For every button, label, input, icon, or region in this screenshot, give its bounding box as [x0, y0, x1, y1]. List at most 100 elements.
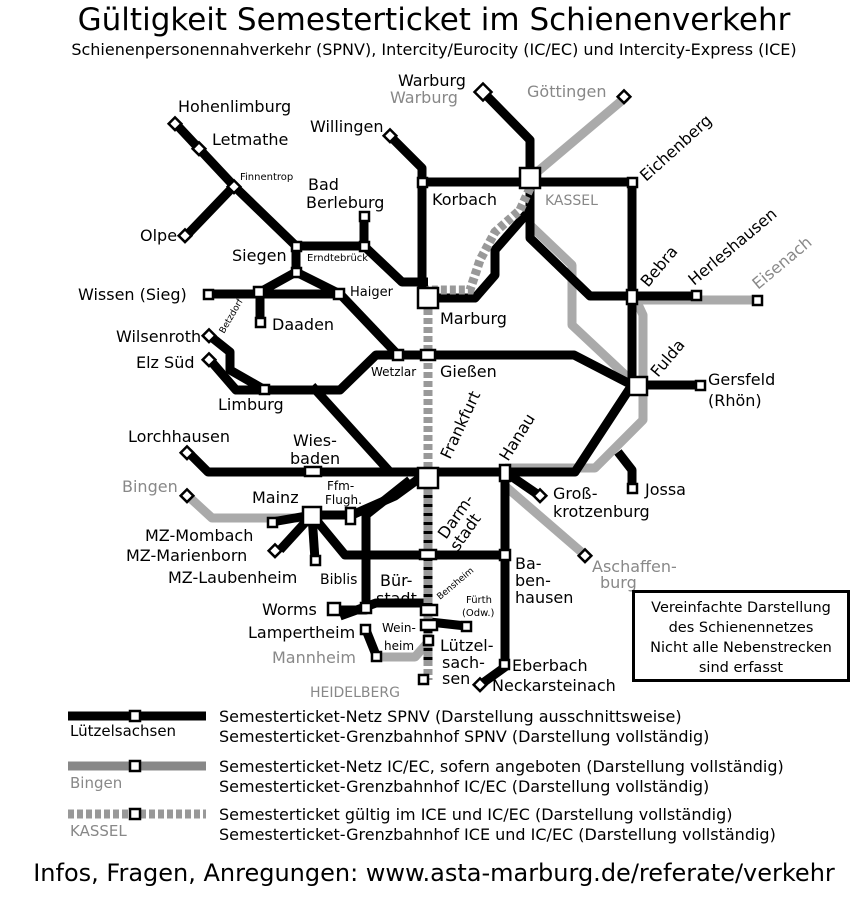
label-ffm-2: Flugh.: [325, 493, 362, 507]
label-frankfurt: Frankfurt: [436, 388, 484, 462]
station-marker-willingen[interactable]: [381, 127, 399, 144]
station-marker-bebra[interactable]: [625, 288, 639, 306]
spnv-line-kassel-marburg: [428, 207, 534, 303]
station-marker-finnentrop[interactable]: [225, 178, 243, 195]
legend-icec-marker: [128, 759, 142, 773]
station-marker-kassel[interactable]: [518, 166, 542, 190]
spnv-line-limburg-frankfurt: [308, 382, 394, 476]
station-marker-mannheim[interactable]: [370, 650, 383, 663]
station-marker-eisenach[interactable]: [751, 294, 764, 307]
station-marker-ffm-flughafen[interactable]: [344, 506, 357, 526]
label-wies-1: Wies-: [293, 431, 337, 450]
station-marker-daaden[interactable]: [254, 316, 267, 329]
station-marker-giessen[interactable]: [419, 348, 437, 362]
station-marker-eberbach[interactable]: [498, 658, 511, 671]
label-mainz: Mainz: [252, 488, 299, 507]
legend-spnv-text-2: Semesterticket-Grenzbahnhof SPNV (Darste…: [219, 727, 710, 746]
station-marker-limburg[interactable]: [258, 383, 271, 396]
label-neckarsteinach: Neckarsteinach: [492, 676, 616, 695]
label-hanau: Hanau: [495, 410, 539, 464]
label-eberbach: Eberbach: [512, 656, 588, 675]
legend-ice-sample: KASSEL: [70, 822, 127, 840]
station-marker-bensheim[interactable]: [419, 603, 439, 617]
station-marker-luetzelsachsen[interactable]: [422, 634, 435, 647]
station-marker-heidelberg[interactable]: [417, 673, 430, 686]
label-warburg-ic: Warburg: [390, 88, 458, 107]
label-wilsenroth: Wilsenroth: [116, 327, 201, 346]
station-marker-marburg[interactable]: [416, 286, 440, 310]
spnv-line-fulda-hanau: [428, 350, 635, 389]
label-giessen: Gießen: [440, 362, 497, 381]
label-ba-2: ben-: [515, 571, 551, 590]
spnv-line-lorchhausen-frankfurt: [184, 448, 428, 477]
simplified-note-box: Vereinfachte Darstellung des Schienennet…: [632, 590, 850, 682]
station-marker-mainz[interactable]: [301, 505, 323, 527]
station-marker-olpe[interactable]: [176, 227, 194, 244]
label-mzlaubenheim: MZ-Laubenheim: [168, 568, 297, 587]
label-wissen: Wissen (Sieg): [78, 285, 187, 304]
station-marker-hanau[interactable]: [498, 463, 512, 483]
label-goettingen: Göttingen: [527, 82, 606, 101]
label-mzmombach: MZ-Mombach: [145, 526, 253, 545]
station-marker-siegen-south[interactable]: [290, 266, 303, 279]
station-marker-weinheim[interactable]: [419, 618, 439, 632]
legend-ice-text-2: Semesterticket-Grenzbahnhof ICE und IC/E…: [219, 825, 776, 844]
station-marker-wilsenroth[interactable]: [200, 327, 218, 344]
station-marker-berleburg[interactable]: [358, 210, 371, 223]
station-marker-hohenlimburg[interactable]: [166, 115, 184, 132]
station-marker-eichenberg[interactable]: [626, 176, 639, 189]
label-mannheim: Mannheim: [272, 648, 356, 667]
station-marker-mz-laubenheim[interactable]: [309, 554, 322, 567]
label-heidelberg: HEIDELBERG: [310, 685, 400, 701]
label-gross-1: Groß-: [553, 484, 598, 503]
page-title: Gültigkeit Semesterticket im Schienenver…: [77, 2, 791, 38]
station-marker-korbach[interactable]: [416, 176, 429, 189]
label-bad: Bad: [308, 175, 339, 194]
label-ba-3: hausen: [515, 588, 573, 607]
station-marker-siegen[interactable]: [290, 240, 303, 253]
station-marker-mz-marienborn[interactable]: [266, 542, 284, 559]
label-wein-1: Wein-: [382, 621, 416, 635]
station-marker-wiesbaden[interactable]: [303, 465, 323, 478]
label-warburg: Warburg: [398, 71, 466, 90]
station-marker-aschaffenburg[interactable]: [576, 547, 594, 564]
station-marker-darmstadt[interactable]: [418, 548, 438, 561]
ice-lines: [423, 186, 535, 680]
station-marker-neckarsteinach[interactable]: [471, 676, 489, 693]
station-marker-haiger[interactable]: [332, 287, 346, 301]
label-buer-1: Bür-: [380, 571, 412, 590]
station-marker-worms[interactable]: [326, 601, 342, 617]
station-marker-buerstadt[interactable]: [359, 601, 373, 615]
station-marker-betzdorf[interactable]: [252, 285, 266, 299]
station-marker-goettingen[interactable]: [615, 88, 633, 105]
station-marker-herleshausen[interactable]: [690, 289, 703, 302]
legend-samples: [68, 709, 206, 821]
note-line-4: sind erfasst: [698, 660, 784, 676]
station-marker-erndtebrueck[interactable]: [358, 240, 371, 253]
legend-icec-text-2: Semesterticket-Grenzbahnhof IC/EC (Darst…: [219, 777, 710, 796]
spnv-line-willingen-korbach: [386, 132, 427, 182]
station-marker-gersfeld[interactable]: [694, 379, 707, 392]
station-marker-wetzlar[interactable]: [391, 348, 405, 362]
station-marker-warburg[interactable]: [472, 81, 494, 103]
label-gersfeld-2: (Rhön): [708, 391, 762, 410]
station-marker-lampertheim[interactable]: [359, 623, 372, 636]
station-marker-fulda[interactable]: [627, 375, 649, 397]
station-marker-fuerth[interactable]: [460, 620, 473, 633]
station-marker-wissen[interactable]: [202, 288, 215, 301]
note-line-1: Vereinfachte Darstellung: [651, 600, 831, 616]
label-marburg: Marburg: [440, 309, 507, 328]
station-marker-grosskrotzenburg[interactable]: [531, 487, 549, 504]
station-marker-babenhausen[interactable]: [498, 548, 512, 562]
label-aschaff-1: Aschaffen-: [592, 557, 677, 576]
station-marker-bingen[interactable]: [178, 487, 196, 504]
station-marker-mz-mombach[interactable]: [266, 516, 279, 529]
station-marker-lorchhausen[interactable]: [178, 444, 196, 461]
station-marker-letmathe[interactable]: [190, 140, 208, 157]
station-marker-elz[interactable]: [200, 351, 218, 368]
label-bebra: Bebra: [637, 242, 682, 290]
label-jossa: Jossa: [644, 480, 686, 499]
station-marker-frankfurt[interactable]: [416, 466, 440, 490]
legend-icec-sample: Bingen: [70, 774, 123, 792]
station-marker-jossa[interactable]: [626, 482, 639, 495]
